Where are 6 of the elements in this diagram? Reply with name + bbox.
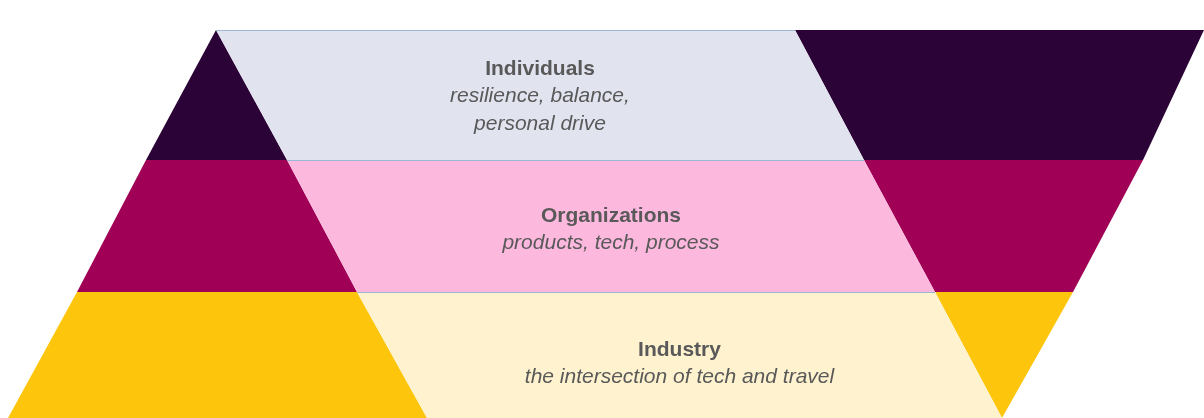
band-heading: Organizations [541,201,681,228]
band-subtitle: resilience, balance, personal drive [449,82,631,136]
band-subtitle: the intersection of tech and travel [524,363,835,389]
band-heading: Individuals [485,55,595,82]
band-subtitle: products, tech, process [502,229,720,255]
band-heading: Industry [638,335,721,362]
